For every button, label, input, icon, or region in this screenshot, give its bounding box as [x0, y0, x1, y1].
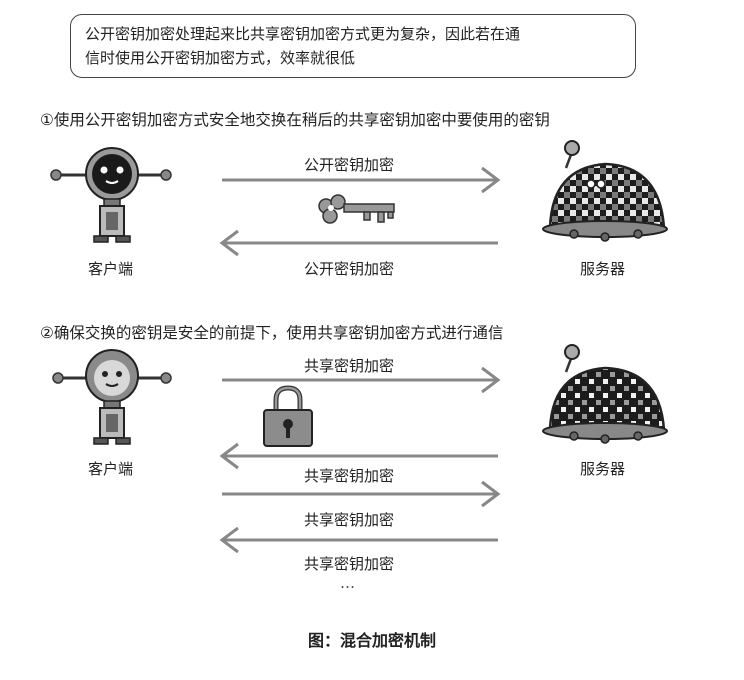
step2-server-label: 服务器	[580, 460, 626, 478]
client-robot-icon	[50, 147, 172, 243]
note-line-2: 信时使用公开密钥加密方式，效率就很低	[85, 49, 356, 67]
arrow-left-icon	[219, 229, 498, 257]
server-robot-icon-2	[542, 344, 668, 444]
server-robot-icon	[542, 140, 668, 242]
arrow-left-icon-3	[219, 526, 498, 554]
figure-caption: 图：混合加密机制	[307, 631, 436, 650]
arrow-right-icon-3	[222, 480, 501, 508]
step1-arrow-bottom-label: 公开密钥加密	[304, 260, 395, 278]
step2-arrow-label-1: 共享密钥加密	[304, 357, 395, 375]
client-robot-icon-2	[52, 349, 172, 445]
step1-client-label: 客户端	[88, 260, 134, 278]
step2-arrow-label-2: 共享密钥加密	[304, 467, 395, 485]
key-icon	[318, 194, 395, 224]
step2-title: ②确保交换的密钥是安全的前提下，使用共享密钥加密方式进行通信	[40, 324, 504, 342]
step2-arrow-label-3: 共享密钥加密	[304, 511, 395, 529]
note-box: 公开密钥加密处理起来比共享密钥加密方式更为复杂，因此若在通 信时使用公开密钥加密…	[70, 14, 636, 78]
arrow-right-icon-2	[222, 366, 501, 394]
continuation-ellipsis: …	[340, 574, 355, 592]
step1-arrow-top-label: 公开密钥加密	[304, 156, 395, 174]
step2-arrow-label-4: 共享密钥加密	[304, 555, 395, 573]
step1-server-label: 服务器	[580, 260, 626, 278]
step1-title: ①使用公开密钥加密方式安全地交换在稍后的共享密钥加密中要使用的密钥	[40, 111, 550, 129]
note-line-1: 公开密钥加密处理起来比共享密钥加密方式更为复杂，因此若在通	[85, 25, 521, 43]
arrow-left-icon-2	[219, 442, 498, 470]
arrow-right-icon	[222, 166, 501, 194]
padlock-icon	[263, 385, 313, 447]
step2-client-label: 客户端	[88, 460, 134, 478]
